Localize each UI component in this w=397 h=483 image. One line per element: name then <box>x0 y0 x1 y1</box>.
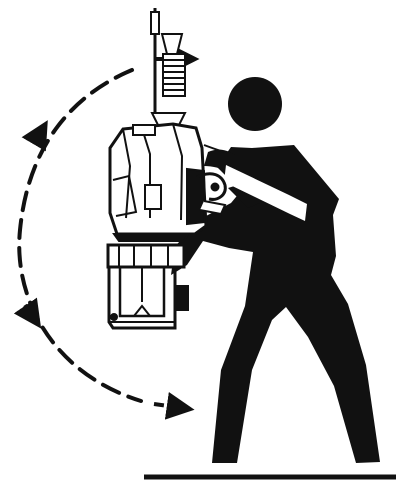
top-label-plate <box>133 125 155 135</box>
lower-bracket <box>114 234 188 241</box>
person-head <box>228 77 282 131</box>
bottom-fastener <box>111 314 117 320</box>
handle-pivot <box>212 184 219 191</box>
suspended-welding-gun-icon <box>108 8 228 328</box>
hanger-connector <box>151 12 159 34</box>
front-panel <box>145 185 161 209</box>
electrode-tip <box>134 306 150 316</box>
rear-cover-dark <box>187 169 205 224</box>
actuator-block <box>175 286 188 310</box>
swivel-cup <box>162 34 182 54</box>
person-icon <box>171 77 380 463</box>
